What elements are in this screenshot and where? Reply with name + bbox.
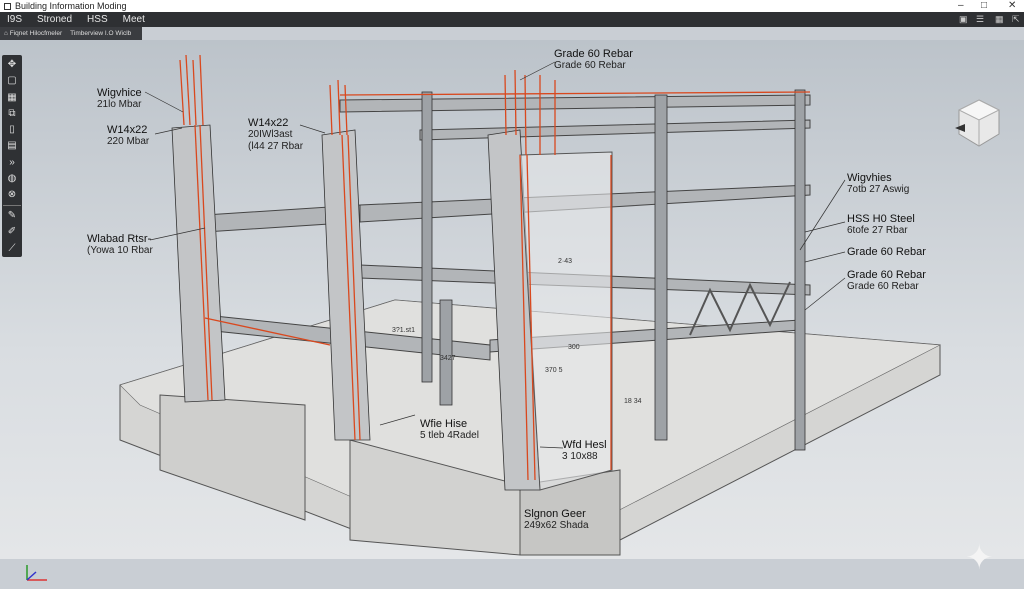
- steel-column: [439, 299, 453, 406]
- rebar: [192, 59, 197, 126]
- rebar: [347, 134, 361, 441]
- sparkle-icon: ✦: [965, 539, 994, 577]
- concrete-column: [171, 124, 226, 403]
- rebar: [179, 59, 185, 126]
- rebar: [514, 69, 517, 136]
- minimize-button[interactable]: –: [958, 0, 964, 11]
- rebar: [341, 134, 356, 441]
- tab-project[interactable]: ⌂ Fiqnet Hilocfmeler: [4, 30, 63, 37]
- beam: [419, 119, 811, 141]
- beam: [339, 94, 811, 113]
- dimension-label: 18 34: [624, 398, 642, 405]
- app-icon: [4, 2, 11, 10]
- dimension-label: 300: [568, 344, 580, 351]
- menu-icon[interactable]: ☰: [976, 14, 985, 24]
- menu-meet[interactable]: Meet: [122, 14, 145, 25]
- footing-wall: [159, 394, 306, 521]
- rebar: [204, 317, 331, 346]
- tab-view[interactable]: Timberview I.O Wiclb: [70, 30, 132, 37]
- home-icon: ⌂: [4, 30, 8, 37]
- title-bar: Building Information Moding – □ ✕: [0, 0, 1024, 12]
- rebar: [199, 54, 204, 126]
- dimension-label: 3427: [440, 355, 456, 362]
- rebar: [329, 84, 333, 136]
- move-icon[interactable]: ✥: [7, 59, 17, 70]
- folder-icon[interactable]: ▯: [9, 124, 15, 135]
- left-toolbar: ✥ ▢ ▦ ⧉ ▯ ▤ » ◍ ⊗ ✎ ✐ ⟋: [2, 55, 22, 257]
- menu-stroned[interactable]: Stroned: [37, 14, 73, 25]
- truss: [689, 281, 791, 336]
- layers-icon[interactable]: ⧉: [8, 107, 16, 119]
- dimension-label: 2·43: [558, 258, 573, 265]
- clipboard-icon[interactable]: ▣: [959, 14, 968, 24]
- callout-label: Grade 60 Rebar: [847, 246, 926, 258]
- steel-column: [794, 89, 806, 451]
- tab-bar: ⌂ Fiqnet Hilocfmeler Timberview I.O Wicl…: [0, 27, 142, 40]
- arrows-icon[interactable]: »: [9, 156, 15, 168]
- menu-bar: I9S Stroned HSS Meet ▣ ☰ ▦ ⇱: [0, 12, 1024, 27]
- rebar: [185, 54, 191, 126]
- menu-i9s[interactable]: I9S: [7, 14, 23, 25]
- grid-icon[interactable]: ▦: [7, 91, 17, 103]
- rebar: [504, 74, 507, 136]
- rectangle-icon[interactable]: ▢: [7, 75, 17, 87]
- rebar: [339, 91, 811, 96]
- callout-label: Wlabad Rtsr-(Yowa 10 Rbar: [87, 233, 153, 256]
- marker-icon[interactable]: ✐: [7, 226, 17, 238]
- link-icon[interactable]: ⊗: [7, 189, 17, 200]
- rebar: [344, 84, 348, 136]
- sheet-icon[interactable]: ▤: [7, 140, 17, 152]
- steel-column: [421, 91, 433, 383]
- model-view: [119, 54, 942, 556]
- dimension-label: 3?1.st1: [392, 327, 415, 334]
- rebar: [524, 74, 527, 156]
- export-icon[interactable]: ⇱: [1012, 14, 1020, 24]
- rebar: [526, 154, 536, 481]
- axis-triad-icon: [22, 562, 52, 589]
- concrete-column: [321, 129, 371, 441]
- grid-icon[interactable]: ▦: [995, 14, 1004, 24]
- globe-icon[interactable]: ◍: [7, 172, 17, 184]
- glass-column: [519, 151, 613, 491]
- rebar: [337, 79, 341, 136]
- dimension-label: 370 5: [545, 367, 563, 374]
- rebar: [519, 154, 529, 481]
- rebar: [199, 124, 213, 401]
- rebar: [194, 124, 209, 401]
- window-title: Building Information Moding: [15, 1, 127, 11]
- toolbar-divider: [3, 205, 21, 207]
- pencil-icon[interactable]: ✎: [7, 210, 17, 222]
- maximize-button[interactable]: □: [981, 0, 988, 11]
- steel-column: [654, 94, 668, 441]
- menu-hss[interactable]: HSS: [87, 14, 108, 25]
- view-cube[interactable]: [955, 98, 1003, 153]
- measure-icon[interactable]: ⟋: [8, 242, 16, 254]
- close-button[interactable]: ✕: [1008, 0, 1017, 11]
